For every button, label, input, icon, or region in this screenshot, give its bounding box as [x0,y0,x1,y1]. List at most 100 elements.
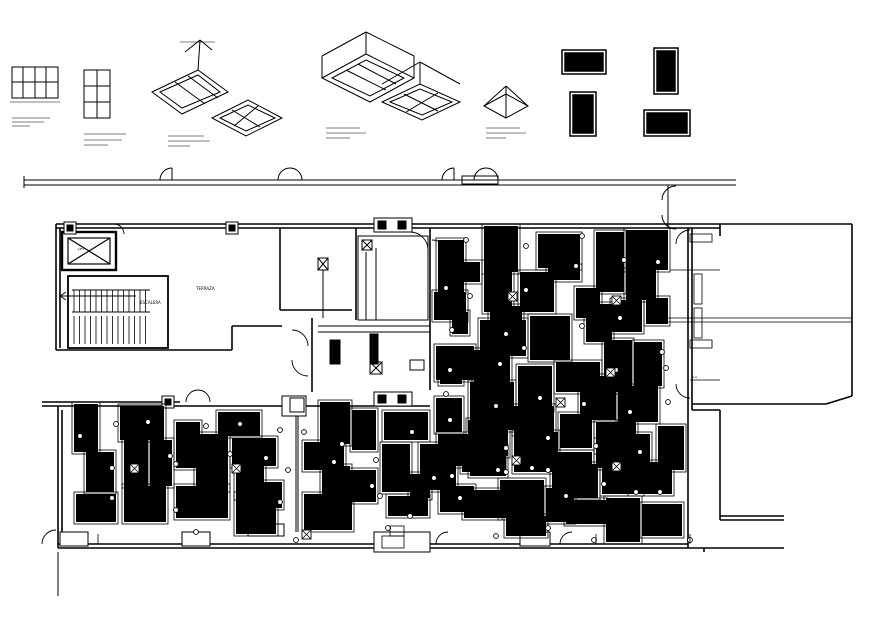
marker-cross [301,529,312,540]
fixture [537,395,543,401]
fixture [449,473,455,479]
fixture [529,465,535,471]
detail-notes-mid [168,135,210,147]
equipment-block [384,412,428,440]
equipment-block [452,312,468,334]
fixture [503,469,509,475]
marker-cross [507,291,518,302]
fixture [493,403,499,409]
equipment-block-outline [73,491,119,525]
marker-cross [511,455,522,466]
detail-notes-left [12,117,126,146]
fixture [601,481,607,487]
fixture [665,399,671,405]
equipment-block-outline [583,301,615,345]
equipment-block [646,298,668,324]
equipment-block [440,364,462,384]
equipment-block [538,234,580,268]
fixture [581,401,587,407]
equipment-block-outline [121,483,169,525]
equipment-block [120,406,164,440]
marker-cross [231,463,242,474]
fixture [293,537,299,543]
equipment-block [642,504,682,536]
equipment-block [320,402,350,444]
detail-door-elevation [83,69,111,119]
equipment-block [514,432,558,472]
fixture [301,429,307,435]
equipment-block [150,440,172,486]
fixture [617,315,623,321]
detail-panel-swatches [561,47,691,137]
fixture [431,475,437,481]
equipment-block [566,500,606,524]
fixture [621,257,627,263]
main-room-label: TERRAZA [195,286,215,291]
fixture [503,445,509,451]
equipment-block-outline [437,361,465,387]
equipment-block [606,498,640,542]
mechanical-shafts [247,235,430,537]
fixture [447,367,453,373]
fixture [593,443,599,449]
equipment-block [86,452,114,492]
equipment-block [506,516,546,536]
fixture [521,345,527,351]
equipment-block [74,404,98,452]
equipment-blocks [71,223,687,545]
fixture [573,263,579,269]
equipment-block-outline [627,459,675,497]
fixture [409,429,415,435]
fixture [203,423,209,429]
fixture [109,495,115,501]
equipment-block-outline [615,383,661,425]
fixture [579,233,585,239]
fixture [173,507,179,513]
fixture [331,459,337,465]
floor-fixtures [77,233,693,543]
equipment-block [566,464,598,498]
equipment-block [596,440,626,468]
marker-cross [611,295,622,306]
stair-core [59,275,169,349]
fixture [545,435,551,441]
fixture [523,287,529,293]
equipment-block-outline [173,483,231,521]
equipment-block [530,316,570,360]
equipment-block-outline [593,437,629,471]
fixture [449,327,455,333]
equipment-block [196,434,228,490]
equipment-block-outline [349,407,379,453]
equipment-block [634,342,662,386]
equipment-block [626,230,668,270]
fixture [497,361,503,367]
fixture [173,461,179,467]
equipment-block [514,406,554,434]
equipment-block-outline [449,309,471,337]
grid-ref-label: A-A [692,375,698,379]
equipment-block [388,496,428,516]
equipment-block [560,414,592,448]
elevator-label: LIFT [78,247,84,251]
fixture [109,465,115,471]
fixture [579,323,585,329]
stair-treads [73,290,146,344]
fixture [563,493,569,499]
fixture [523,243,529,249]
fixture [77,433,83,439]
equipment-block [382,444,410,492]
detail-isometric-frame-1 [151,39,284,137]
fixture [637,449,643,455]
bottom-annotations [97,525,691,549]
fixture [457,495,463,501]
equipment-block [232,438,276,466]
annex-lines [668,233,852,381]
fixture [633,489,639,495]
fixture [495,467,501,473]
fixture [369,483,375,489]
equipment-block [586,304,612,342]
fixture [145,419,151,425]
fixture [503,331,509,337]
equipment-block-outline [459,441,507,475]
